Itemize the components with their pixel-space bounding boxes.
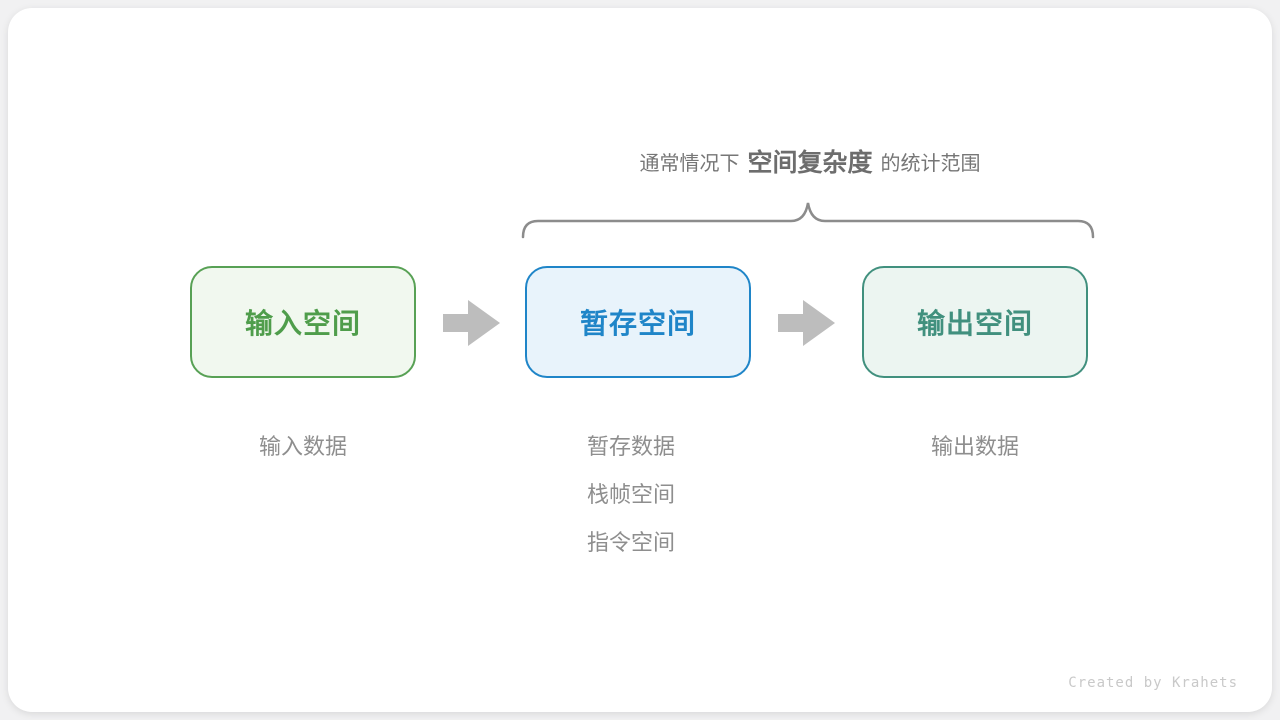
caption-highlight: 空间复杂度 bbox=[747, 148, 873, 177]
arrow-right-icon bbox=[778, 300, 835, 346]
note-line: 栈帧空间 bbox=[587, 483, 676, 508]
input-space-box: 输入空间 bbox=[190, 266, 416, 378]
curly-brace bbox=[521, 202, 1095, 239]
output-space-label: 输出空间 bbox=[916, 307, 1033, 340]
temp-space-box: 暂存空间 bbox=[525, 266, 751, 378]
note-line: 暂存数据 bbox=[587, 435, 676, 460]
scope-caption: 通常情况下空间复杂度的统计范围 bbox=[500, 143, 1120, 179]
temp-space-label: 暂存空间 bbox=[579, 307, 696, 340]
input-space-label: 输入空间 bbox=[244, 307, 361, 340]
temp-space-notes: 暂存数据 栈帧空间 指令空间 bbox=[587, 424, 675, 568]
output-space-note: 输出数据 bbox=[862, 424, 1088, 472]
credit-text: Created by Krahets bbox=[1068, 675, 1238, 691]
output-space-box: 输出空间 bbox=[862, 266, 1088, 378]
caption-suffix: 的统计范围 bbox=[880, 151, 981, 175]
arrow-right-icon bbox=[443, 300, 500, 346]
note-line: 输入数据 bbox=[258, 435, 347, 460]
note-line: 输出数据 bbox=[930, 435, 1019, 460]
note-line: 指令空间 bbox=[587, 531, 676, 556]
input-space-note: 输入数据 bbox=[190, 424, 416, 472]
caption-prefix: 通常情况下 bbox=[639, 151, 740, 175]
